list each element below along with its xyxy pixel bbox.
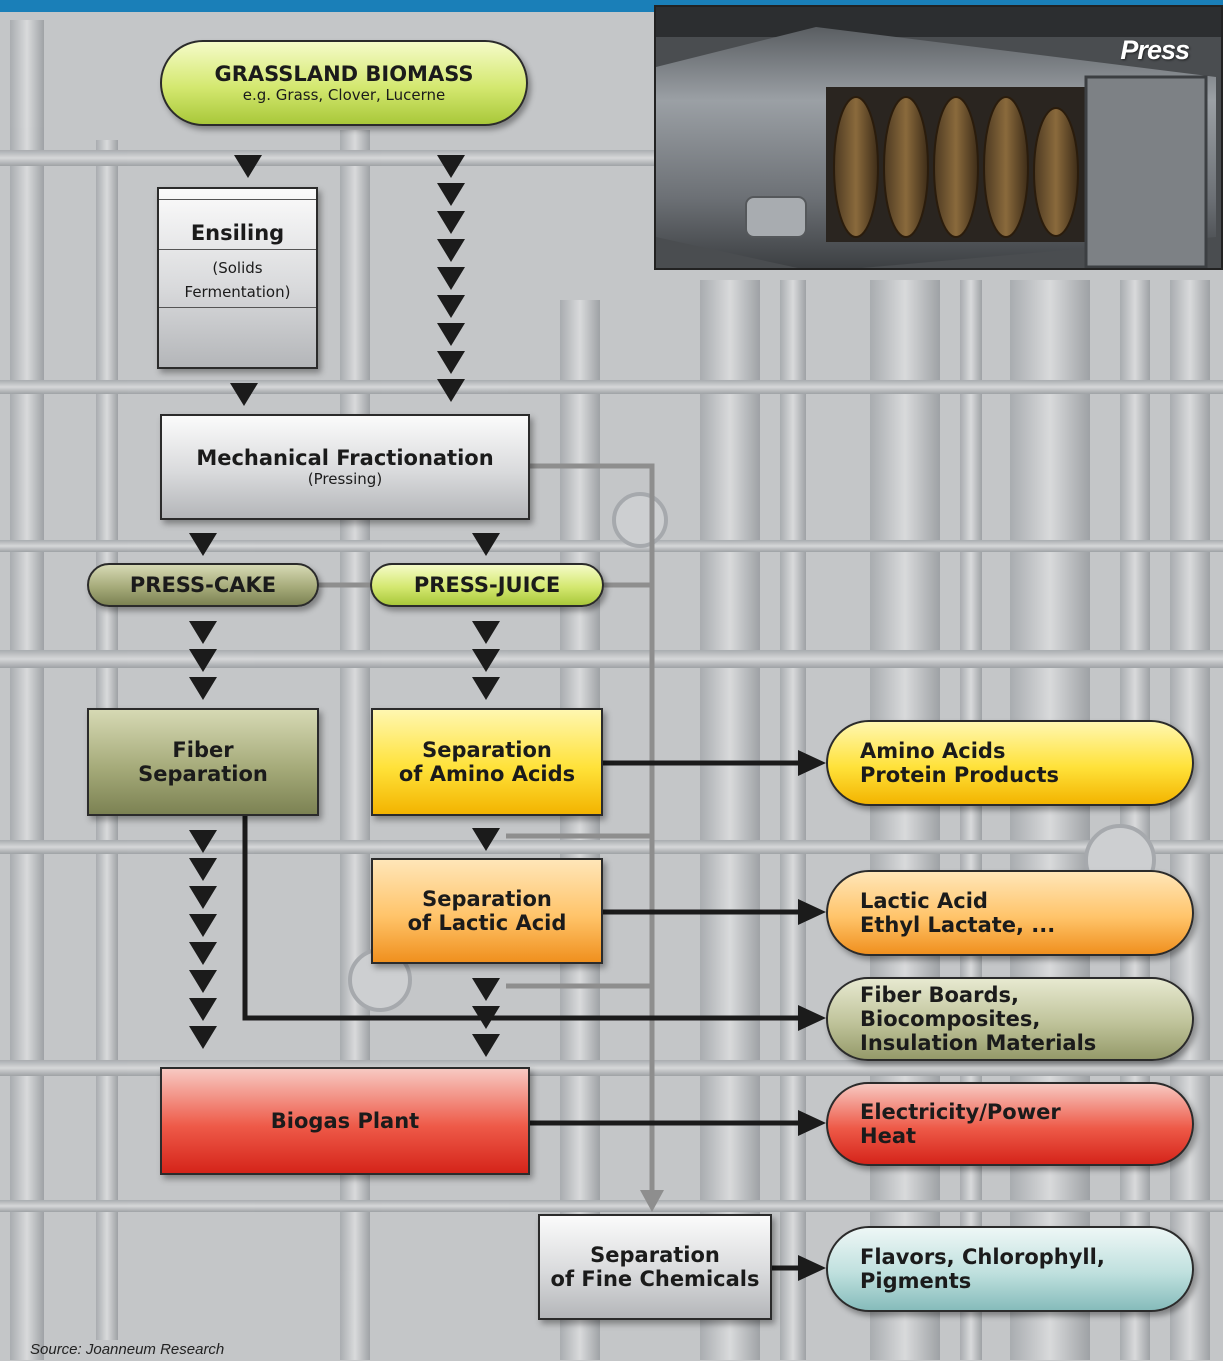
triangle-arrow-chains	[189, 155, 500, 1057]
amino-separation-line-2: of Amino Acids	[398, 762, 576, 786]
product-amino-line-1: Amino Acids	[860, 739, 1006, 763]
mechanical-subtitle: (Pressing)	[307, 470, 383, 488]
grassland-subtitle: e.g. Grass, Clover, Lucerne	[242, 86, 446, 104]
grassland-title: GRASSLAND BIOMASS	[214, 62, 474, 86]
ensiling-node: Ensiling (Solids Fermentation)	[157, 187, 318, 369]
press-juice-title: PRESS-JUICE	[413, 573, 561, 597]
ensiling-subtitle-2: Fermentation)	[184, 283, 291, 301]
press-machine-image	[656, 7, 1221, 268]
fiber-separation-line-2: Separation	[138, 762, 268, 786]
fiber-separation-line-1: Fiber	[172, 738, 234, 762]
mechanical-fractionation-node: Mechanical Fractionation (Pressing)	[160, 414, 530, 520]
press-juice-node: PRESS-JUICE	[370, 563, 604, 607]
grassland-biomass-node: GRASSLAND BIOMASS e.g. Grass, Clover, Lu…	[160, 40, 528, 126]
fine-chemicals-separation-node: Separation of Fine Chemicals	[538, 1214, 772, 1320]
product-flavors: Flavors, Chlorophyll, Pigments	[826, 1226, 1194, 1312]
product-fiber-boards: Fiber Boards, Biocomposites, Insulation …	[826, 977, 1194, 1061]
photo-label: Press	[1120, 35, 1190, 65]
lactic-acid-separation-node: Separation of Lactic Acid	[371, 858, 603, 964]
biogas-title: Biogas Plant	[270, 1109, 420, 1133]
product-fiber-line-2: Insulation Materials	[860, 1031, 1097, 1055]
press-cake-node: PRESS-CAKE	[87, 563, 319, 607]
black-connectors	[242, 760, 800, 1271]
black-arrow-heads	[798, 750, 826, 1281]
mechanical-title: Mechanical Fractionation	[196, 446, 494, 470]
fiber-separation-node: Fiber Separation	[87, 708, 319, 816]
product-amino-acids: Amino Acids Protein Products	[826, 720, 1194, 806]
amino-separation-line-1: Separation	[422, 738, 552, 762]
ensiling-title: Ensiling	[190, 221, 285, 245]
product-flavors-line-1: Flavors, Chlorophyll,	[860, 1245, 1105, 1269]
product-lactic-acid: Lactic Acid Ethyl Lactate, ...	[826, 870, 1194, 956]
product-electricity-line-2: Heat	[860, 1124, 917, 1148]
product-electricity-line-1: Electricity/Power	[860, 1100, 1061, 1124]
product-lactic-line-2: Ethyl Lactate, ...	[860, 913, 1056, 937]
fine-chemicals-line-2: of Fine Chemicals	[550, 1267, 760, 1291]
press-cake-title: PRESS-CAKE	[129, 573, 277, 597]
product-fiber-line-1: Fiber Boards, Biocomposites,	[860, 983, 1041, 1031]
source-credit: Source: Joanneum Research	[30, 1341, 225, 1358]
amino-acid-separation-node: Separation of Amino Acids	[371, 708, 603, 816]
product-electricity: Electricity/Power Heat	[826, 1082, 1194, 1166]
grey-side-lines	[318, 463, 655, 1195]
product-lactic-line-1: Lactic Acid	[860, 889, 988, 913]
biogas-plant-node: Biogas Plant	[160, 1067, 530, 1175]
grey-arrow-head	[640, 1190, 664, 1212]
lactic-separation-line-1: Separation	[422, 887, 552, 911]
fine-chemicals-line-1: Separation	[590, 1243, 720, 1267]
product-amino-line-2: Protein Products	[860, 763, 1060, 787]
press-photo: Press	[654, 5, 1223, 270]
product-flavors-line-2: Pigments	[860, 1269, 972, 1293]
lactic-separation-line-2: of Lactic Acid	[407, 911, 567, 935]
ensiling-subtitle-1: (Solids	[212, 259, 263, 277]
